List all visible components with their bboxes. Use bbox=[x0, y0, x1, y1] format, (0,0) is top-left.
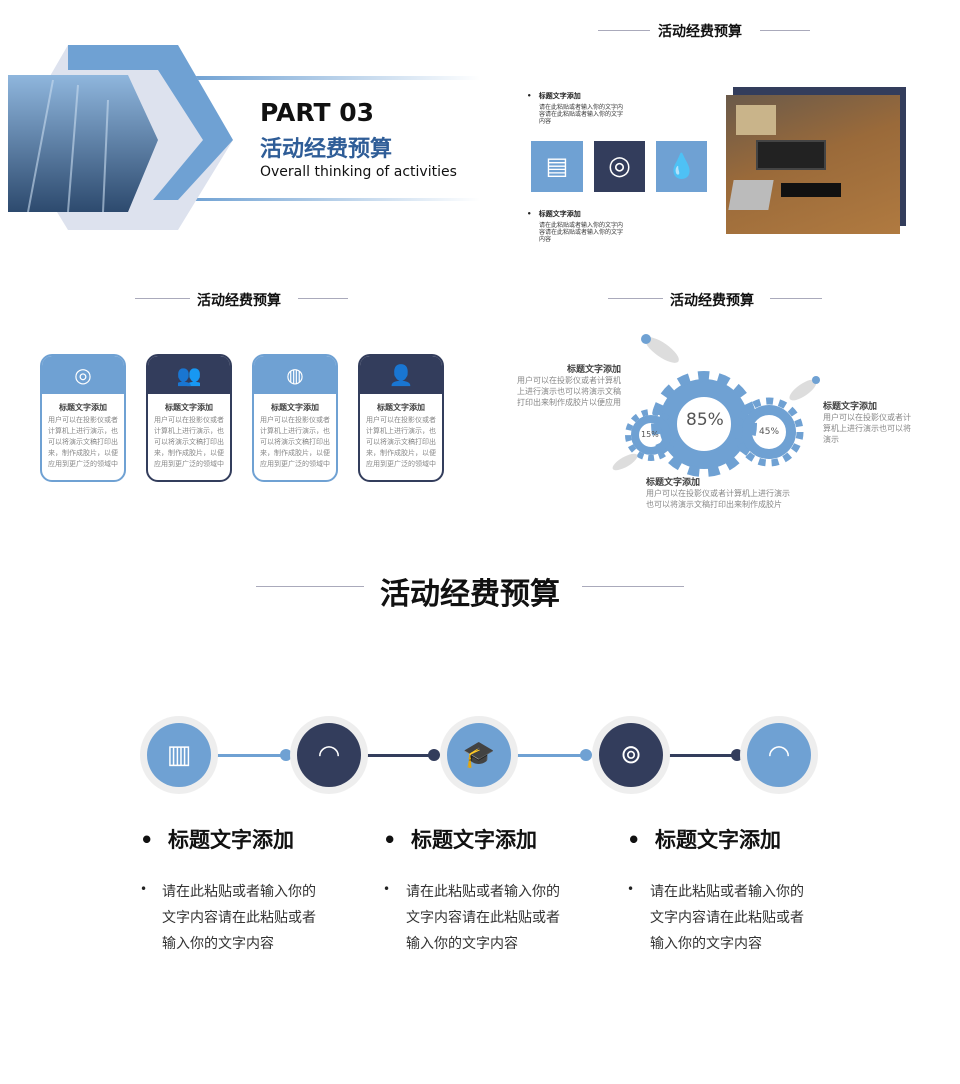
item-title: • 标题文字添加 bbox=[383, 828, 538, 852]
rocket-icon bbox=[789, 376, 820, 401]
desk-photo bbox=[726, 95, 900, 234]
slide-title: 活动经费预算 bbox=[670, 293, 754, 309]
bullet-item: • 标题文字添加 请在此粘贴或者输入你的文字内容请在此粘贴或者输入你的文字内容 bbox=[527, 92, 624, 125]
idea-person-icon: 👤 bbox=[360, 356, 442, 394]
info-card: ◎标题文字添加用户可以在投影仪或者计算机上进行演示，也可以将演示文稿打印出来，制… bbox=[40, 354, 126, 482]
bullet-item: • 标题文字添加 请在此粘贴或者输入你的文字内容请在此粘贴或者输入你的文字内容 bbox=[527, 210, 624, 243]
gear-value-medium: 45% bbox=[759, 427, 780, 437]
document-icon: ▤ bbox=[531, 141, 583, 192]
gear-value-large: 85% bbox=[686, 410, 724, 430]
gears-graphic bbox=[612, 334, 820, 477]
item-text: 请在此粘贴或者输入你的文字内容请在此粘贴或者输入你的文字内容 bbox=[406, 884, 560, 952]
info-card: ◍标题文字添加用户可以在投影仪或者计算机上进行演示，也可以将演示文稿打印出来，制… bbox=[252, 354, 338, 482]
text-block: 标题文字添加用户可以在投影仪或者计算机上进行演示也可以将演示文稿打印出来制作成胶… bbox=[517, 365, 621, 407]
hexagon-frame bbox=[8, 45, 233, 230]
speedometer-icon: ◠ bbox=[290, 716, 368, 794]
section-subtitle: Overall thinking of activities bbox=[260, 164, 457, 180]
slide-title: 活动经费预算 bbox=[658, 24, 742, 40]
city-buildings-image bbox=[8, 75, 158, 212]
item-title: • 标题文字添加 bbox=[140, 828, 295, 852]
rocket-icon bbox=[641, 334, 679, 363]
rocket-icon bbox=[612, 453, 638, 471]
speedometer-icon: ◠ bbox=[740, 716, 818, 794]
globe-icon: ◍ bbox=[254, 356, 336, 394]
team-icon: 👥 bbox=[148, 356, 230, 394]
target-arrow-icon: ◎ bbox=[42, 356, 124, 394]
header-bar bbox=[190, 76, 480, 80]
text-block: 标题文字添加用户可以在投影仪或者计算机上进行演示也可以将演示 bbox=[823, 402, 911, 444]
info-card: 👤标题文字添加用户可以在投影仪或者计算机上进行演示，也可以将演示文稿打印出来，制… bbox=[358, 354, 444, 482]
section-title: 活动经费预算 bbox=[260, 137, 393, 162]
gear-value-small: 15% bbox=[641, 430, 659, 439]
water-drop-icon: 💧 bbox=[656, 141, 707, 192]
item-text: 请在此粘贴或者输入你的文字内容请在此粘贴或者输入你的文字内容 bbox=[650, 884, 804, 952]
slide-title: 活动经费预算 bbox=[380, 577, 560, 612]
part-number: PART 03 bbox=[260, 98, 375, 127]
lifebuoy-icon: ⊚ bbox=[592, 716, 670, 794]
map-icon: ▥ bbox=[140, 716, 218, 794]
item-title: • 标题文字添加 bbox=[627, 828, 782, 852]
target-icon: ◎ bbox=[594, 141, 645, 192]
item-text: 请在此粘贴或者输入你的文字内容请在此粘贴或者输入你的文字内容 bbox=[162, 884, 316, 952]
slide-title: 活动经费预算 bbox=[197, 293, 281, 309]
graduation-cap-icon: 🎓 bbox=[440, 716, 518, 794]
info-card: 👥标题文字添加用户可以在投影仪或者计算机上进行演示，也可以将演示文稿打印出来，制… bbox=[146, 354, 232, 482]
text-block: 标题文字添加用户可以在投影仪或者计算机上进行演示也可以将演示文稿打印出来制作成胶… bbox=[646, 478, 790, 509]
